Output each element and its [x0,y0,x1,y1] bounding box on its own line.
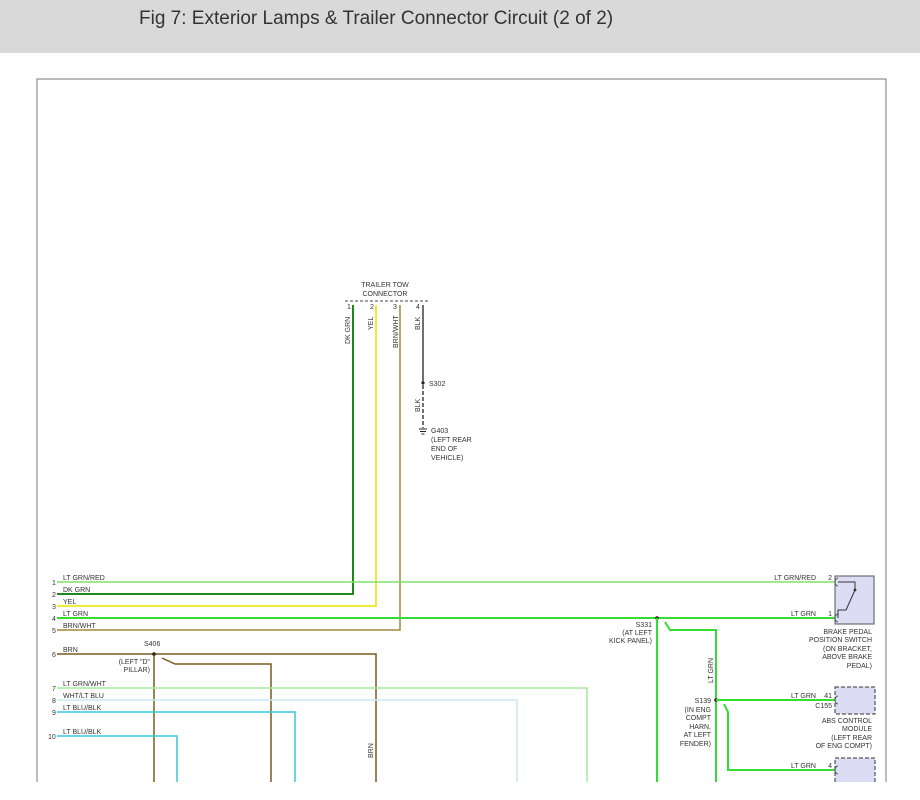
brake-switch-desc-line2: POSITION SWITCH [809,637,872,644]
brake-switch-contact-top [834,577,839,587]
bottom-module-wire-label: LT GRN [791,763,816,770]
brake-switch-symbol [837,581,856,618]
wire-num-7: 7 [52,686,56,693]
splice-s139-desc-line2: COMPT [686,715,712,722]
connector-pin-1: 1 [347,304,351,311]
abs-module-desc-line1: ABS CONTROL [822,718,872,725]
abs-module-contact [834,695,839,705]
abs-module-desc-line3: (LEFT REAR [831,735,872,742]
wire-label-8: WHT/LT BLU [63,693,104,700]
ground-desc-line2: END OF [431,446,457,453]
abs-module-wire-label: LT GRN [791,693,816,700]
abs-module-pin: 41 [824,693,832,700]
splice-s406-desc-line1: (LEFT "D" [119,659,151,666]
abs-module-desc-line4: OF ENG COMPT) [816,743,872,750]
splice-s139-desc-line3: HARN, [689,724,711,731]
brake-switch-pivot [853,588,857,592]
splice-s139-label: S139 [695,698,711,705]
wire-label-9: LT BLU/BLK [63,705,102,712]
ground-id: G403 [431,428,448,435]
splice-s139-desc-line5: FENDER) [680,741,711,748]
connector-wire-label-1: DK GRN [345,317,352,344]
brake-switch-contact-bottom [834,613,839,623]
splice-s406-desc-line2: PILLAR) [124,667,150,674]
wire-label-3: YEL [63,599,76,606]
brake-switch-pin-top: 2 [828,575,832,582]
wire-num-5: 5 [52,628,56,635]
brake-switch-desc-line4: ABOVE BRAKE [822,654,872,661]
connector-wire-label-2: YEL [368,317,375,330]
connector-pin-4: 4 [416,304,420,311]
splice-s302-label: S302 [429,381,445,388]
splice-s331-desc-line2: KICK PANEL) [609,638,652,645]
brake-switch-box [834,575,875,625]
wire-num-6: 6 [52,652,56,659]
wire-label-1: LT GRN/RED [63,575,105,582]
connector-wire-label-3: BRN/WHT [393,315,400,348]
wire-label-10: LT BLU/BLK [63,729,102,736]
wire-label-7: LT GRN/WHT [63,681,107,688]
bottom-module-contact [834,765,839,775]
wire-num-8: 8 [52,698,56,705]
wire-num-3: 3 [52,604,56,611]
wire-wht-lt-blu [57,699,518,782]
wire-num-1: 1 [52,580,56,587]
brake-switch-wire-bottom-label: LT GRN [791,611,816,618]
splice-s406-label: S406 [144,641,160,648]
figure-header: Fig 7: Exterior Lamps & Trailer Connecto… [0,0,920,53]
wire-brn [57,653,377,782]
splice-s139-desc-line1: (IN ENG [685,707,711,714]
ground-desc-line1: (LEFT REAR [431,437,472,444]
abs-module-desc-line2: MODULE [842,726,872,733]
wire-label-4: LT GRN [63,611,88,618]
wire-brn-vertical-label: BRN [368,743,375,758]
wire-lt-blu-blk-10 [57,735,178,782]
splice-s331-label: S331 [636,622,652,629]
wire-label-6: BRN [63,647,78,654]
wire-dk-grn [57,305,354,595]
diagram-frame [36,78,887,782]
bottom-module-pin: 4 [828,763,832,770]
wire-num-2: 2 [52,592,56,599]
connector-title-line2: CONNECTOR [363,291,408,298]
connector-pin-2: 2 [370,304,374,311]
brake-switch-pin-bottom: 1 [828,611,832,618]
splice-s139-desc-line4: AT LEFT [684,732,712,739]
wire-lt-grn-wht [57,687,588,782]
wire-lt-grn-to-bottom-module [723,703,835,771]
wire-lt-grn-vertical-label: LT GRN [708,658,715,683]
brake-switch-desc-line1: BRAKE PEDAL [823,629,872,636]
wire-num-10: 10 [48,734,56,741]
wire-num-9: 9 [52,710,56,717]
wire-yel [57,305,377,607]
wire-label-2: DK GRN [63,587,90,594]
bottom-module-box [834,757,876,782]
wire-num-4: 4 [52,616,56,623]
brake-switch-desc-line3: (ON BRACKET, [823,646,872,653]
brake-switch-desc-line5: PEDAL) [847,663,872,670]
wire-label-5: BRN/WHT [63,623,96,630]
wire-lt-blu-blk-9 [57,711,296,782]
figure-title: Fig 7: Exterior Lamps & Trailer Connecto… [139,8,614,29]
ground-wire-label: BLK [415,398,422,412]
ground-desc-line3: VEHICLE) [431,455,463,462]
wire-brn-branch [161,657,272,782]
splice-s302-dot [421,381,425,385]
brake-switch-wire-top-label: LT GRN/RED [774,575,816,582]
splice-s331-desc-line1: (AT LEFT [622,630,652,637]
splice-s406-dot [152,652,156,656]
connector-wire-label-4: BLK [415,316,422,330]
connector-pin-3: 3 [393,304,397,311]
abs-module-box [834,686,876,715]
abs-module-connector: C155 [815,703,832,710]
wire-lt-grn-to-s139 [664,621,717,782]
connector-title-line1: TRAILER TOW [361,282,409,289]
wire-brn-wht [57,305,401,631]
